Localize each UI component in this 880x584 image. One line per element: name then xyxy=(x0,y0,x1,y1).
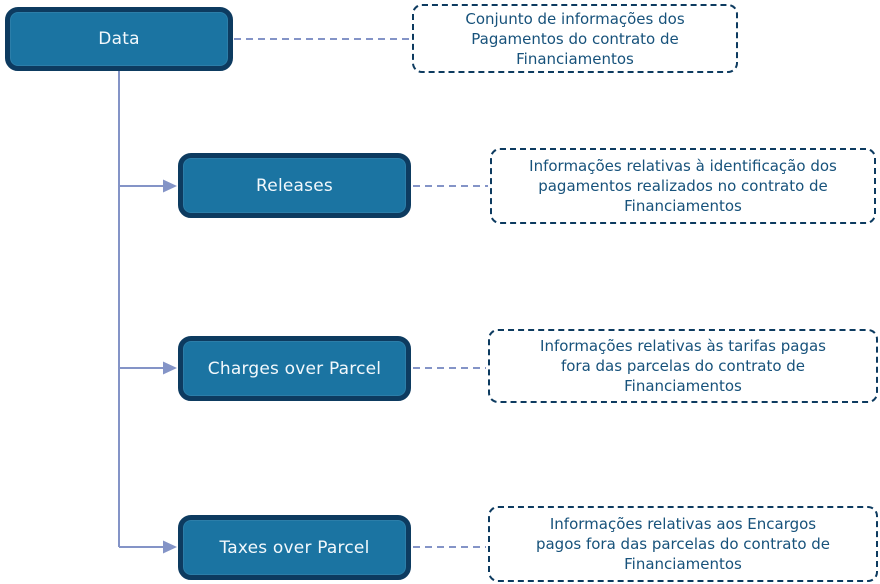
callout-line: Informações relativas à identificação do… xyxy=(529,157,837,175)
callout-line: Financiamentos xyxy=(624,555,742,573)
callout-data-text: Conjunto de informações dos Pagamentos d… xyxy=(465,9,684,69)
callout-line: Financiamentos xyxy=(516,49,634,68)
callout-line: Financiamentos xyxy=(624,197,742,215)
callout-taxes-over-parcel: Informações relativas aos Encargos pagos… xyxy=(488,506,878,582)
callout-line: Financiamentos xyxy=(624,377,742,395)
callout-charges-over-parcel: Informações relativas às tarifas pagas f… xyxy=(488,329,878,403)
tree-lines xyxy=(118,71,164,548)
callout-line: fora das parcelas do contrato de xyxy=(560,357,806,375)
node-charges-over-parcel-label: Charges over Parcel xyxy=(207,358,382,379)
node-taxes-over-parcel[interactable]: Taxes over Parcel xyxy=(178,515,411,580)
callout-line: Informações relativas às tarifas pagas xyxy=(540,337,826,355)
callout-taxes-text: Informações relativas aos Encargos pagos… xyxy=(536,514,830,574)
callout-line: pagamentos realizados no contrato de xyxy=(538,177,828,195)
callout-releases-text: Informações relativas à identificação do… xyxy=(529,156,837,216)
node-releases-label: Releases xyxy=(256,175,333,196)
arrowhead-icons xyxy=(163,179,177,554)
node-releases[interactable]: Releases xyxy=(178,153,411,218)
callout-charges-text: Informações relativas às tarifas pagas f… xyxy=(540,336,826,396)
callout-data: Conjunto de informações dos Pagamentos d… xyxy=(412,4,738,73)
callout-line: Conjunto de informações dos xyxy=(465,9,685,28)
callout-line: Informações relativas aos Encargos xyxy=(549,515,817,533)
callout-line: Pagamentos do contrato de xyxy=(471,29,679,48)
node-taxes-over-parcel-label: Taxes over Parcel xyxy=(219,537,370,558)
node-data[interactable]: Data xyxy=(5,7,233,71)
callout-releases: Informações relativas à identificação do… xyxy=(490,148,876,224)
callout-link-lines xyxy=(234,38,488,548)
node-charges-over-parcel[interactable]: Charges over Parcel xyxy=(178,336,411,401)
node-data-label: Data xyxy=(98,29,140,49)
callout-line: pagos fora das parcelas do contrato de xyxy=(535,535,831,553)
